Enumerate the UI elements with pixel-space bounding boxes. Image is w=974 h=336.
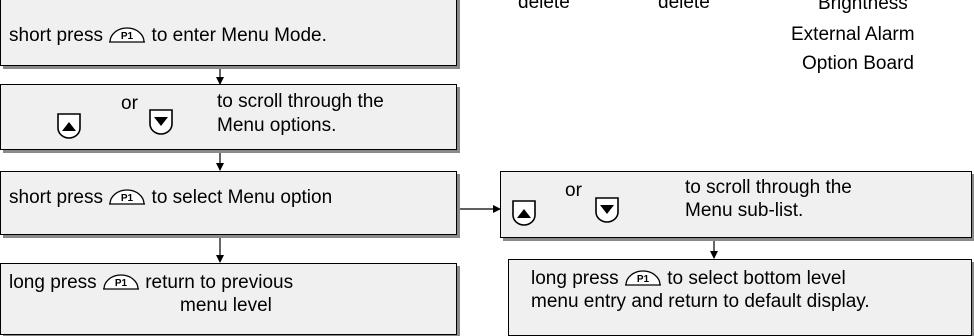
box3-after: to select Menu option [151, 187, 333, 208]
box3-text: short press P1 to select Menu option [9, 186, 332, 209]
p1-key-icon: P1 [109, 189, 146, 205]
top-text-delete-2: delete [658, 0, 710, 13]
p1-key-label: P1 [637, 274, 650, 285]
box6-text: long press P1 to select bottom level [531, 267, 846, 290]
box2-line1: to scroll through the [217, 91, 384, 112]
box-select-bottom-level: long press P1 to select bottom level men… [508, 259, 972, 336]
box2-or: or [121, 93, 138, 114]
up-arrow-key-icon [512, 200, 536, 226]
p1-key-icon: P1 [102, 274, 139, 290]
box-enter-menu-mode: short press P1 to enter Menu Mode. [0, 0, 457, 66]
box-return-previous-level: long press P1 return to previous menu le… [0, 263, 457, 335]
box3-before: short press [9, 187, 103, 208]
top-text-external-alarm: External Alarm [791, 24, 915, 45]
top-text-brightness: Brightness [818, 0, 908, 14]
box5-line1: to scroll through the [685, 177, 852, 198]
box4-after: return to previous [145, 272, 294, 293]
box1-before: short press [9, 25, 103, 46]
box5-or: or [565, 180, 582, 201]
top-text-delete-1: delete [518, 0, 570, 13]
box-select-menu-option: short press P1 to select Menu option [0, 171, 457, 235]
box2-line2: Menu options. [217, 115, 337, 136]
down-arrow-key-icon [595, 197, 619, 223]
box-scroll-menu-options: or to scroll through the Menu options. [0, 84, 457, 150]
up-arrow-key-icon [57, 113, 81, 139]
down-arrow-key-icon [149, 109, 173, 135]
p1-key-label: P1 [121, 193, 134, 204]
p1-key-icon: P1 [109, 27, 146, 43]
box6-before: long press [531, 268, 619, 289]
box1-after: to enter Menu Mode. [151, 25, 327, 46]
p1-key-icon: P1 [624, 270, 661, 286]
box1-text: short press P1 to enter Menu Mode. [9, 24, 327, 47]
p1-key-label: P1 [121, 31, 134, 42]
top-text-option-board: Option Board [802, 53, 914, 74]
box4-text: long press P1 return to previous [9, 271, 293, 294]
box4-line2: menu level [180, 295, 272, 316]
p1-key-label: P1 [115, 278, 128, 289]
box6-line2: menu entry and return to default display… [531, 291, 870, 312]
box4-before: long press [9, 272, 97, 293]
box6-after: to select bottom level [667, 268, 846, 289]
box5-line2: Menu sub-list. [685, 200, 804, 221]
box-scroll-menu-sub-list: or to scroll through the Menu sub-list. [500, 171, 972, 238]
